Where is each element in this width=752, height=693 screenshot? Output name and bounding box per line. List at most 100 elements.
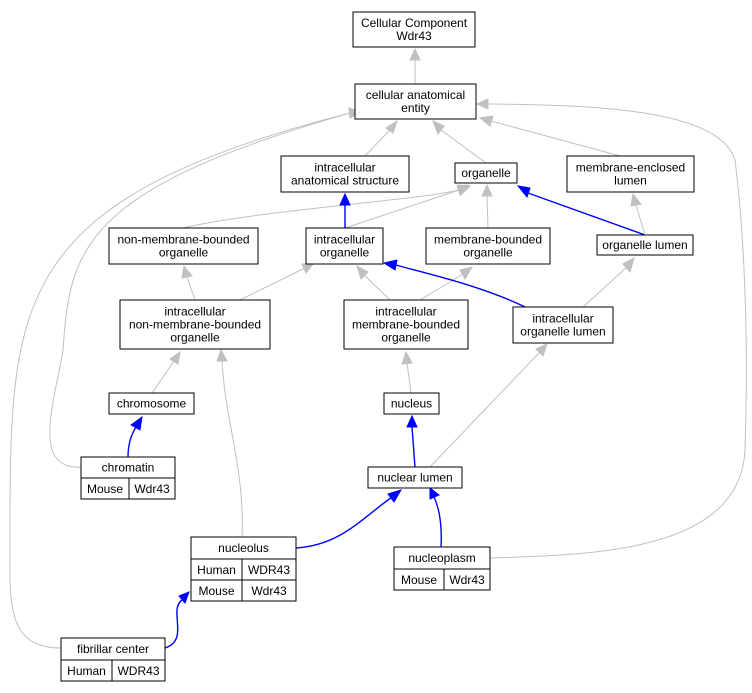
- edge-line: [295, 496, 393, 549]
- edge-nucleolus-to-intracellular-non-membrane-bounded-organelle: [216, 348, 243, 538]
- node-label: organelle: [170, 331, 220, 345]
- edge-arrowhead: [409, 47, 421, 61]
- node-nuclear-lumen[interactable]: nuclear lumen: [367, 466, 463, 489]
- edge-intracellular-anatomical-structure-to-cellular-anatomical-entity: [364, 119, 398, 157]
- node-box: [352, 11, 476, 48]
- edge-arrowhead: [130, 415, 143, 431]
- gene-label: WDR43: [117, 664, 159, 678]
- node-label: anatomical structure: [291, 174, 399, 188]
- edge-arrowhead: [216, 348, 228, 362]
- node-box: [383, 392, 440, 415]
- edge-arrowhead: [339, 192, 351, 206]
- edge-intracellular-non-membrane-bounded-organelle-to-intracellular-organelle: [239, 263, 315, 301]
- node-chromosome[interactable]: chromosome: [108, 392, 195, 415]
- node-label: organelle: [320, 246, 370, 260]
- gene-label: Wdr43: [251, 584, 287, 598]
- edge-line: [49, 112, 351, 468]
- node-nucleus[interactable]: nucleus: [383, 392, 440, 415]
- node-label: nucleoplasm: [408, 551, 475, 565]
- edge-fibrillar-center-to-nucleolus: [164, 591, 190, 649]
- annotation-row-human: Human WDR43: [60, 659, 166, 682]
- node-label: intracellular: [164, 305, 225, 319]
- node-label: organelle: [159, 246, 209, 260]
- edge-chromatin-to-chromosome: [127, 415, 143, 458]
- edge-line: [164, 599, 183, 649]
- annotation-row-mouse: Mouse Wdr43: [393, 568, 491, 591]
- node-organelle-lumen[interactable]: organelle lumen: [596, 234, 694, 256]
- node-label: organelle: [461, 166, 511, 180]
- species-label: Human: [197, 563, 236, 577]
- edge-line: [406, 362, 412, 394]
- node-label: membrane-bounded: [352, 318, 460, 332]
- node-label: non-membrane-bounded: [129, 318, 261, 332]
- edge-intracellular-membrane-bounded-organelle-to-intracellular-organelle: [356, 264, 391, 301]
- edge-line: [221, 360, 243, 538]
- gene-cell: [111, 659, 166, 682]
- species-label: Mouse: [401, 573, 437, 587]
- gene-cell: [241, 579, 297, 602]
- edge-arrowhead: [535, 343, 548, 357]
- node-label: nuclear lumen: [377, 471, 452, 485]
- edge-nucleus-to-intracellular-membrane-bounded-organelle: [401, 350, 413, 394]
- edge-intracellular-organelle-lumen-to-intracellular-organelle: [382, 259, 526, 308]
- edge-intracellular-organelle-to-intracellular-anatomical-structure: [339, 192, 351, 228]
- edge-cellular-anatomical-entity-to-root: [409, 47, 421, 84]
- node-label: intracellular: [314, 233, 375, 247]
- edge-arrowhead: [429, 486, 440, 500]
- edge-line: [635, 204, 646, 236]
- node-label: Cellular Component: [361, 16, 468, 30]
- edge-arrowhead: [456, 184, 470, 197]
- species-label: Human: [67, 664, 106, 678]
- edge-line: [582, 266, 628, 308]
- gene-label: Wdr43: [134, 482, 170, 496]
- edge-membrane-bounded-organelle-to-organelle: [481, 183, 493, 229]
- edge-arrowhead: [401, 350, 413, 365]
- gene-label: Wdr43: [449, 573, 485, 587]
- edge-arrowhead: [178, 591, 190, 604]
- edge-line: [487, 103, 747, 559]
- node-label: membrane-bounded: [434, 233, 542, 247]
- edge-arrowhead: [622, 256, 635, 274]
- edge-arrowhead: [356, 264, 369, 280]
- node-box: [280, 155, 410, 193]
- node-label: nucleolus: [218, 541, 269, 555]
- edge-arrowhead: [475, 98, 489, 110]
- node-label: chromatin: [102, 461, 155, 475]
- node-intracellular-non-membrane-bounded-organelle[interactable]: intracellularnon-membrane-boundedorganel…: [119, 299, 271, 350]
- node-box: [454, 162, 518, 184]
- edge-line: [433, 496, 442, 548]
- gene-cell: [443, 568, 491, 591]
- edge-arrowhead: [478, 115, 494, 127]
- node-label: non-membrane-bounded: [117, 233, 249, 247]
- edge-organelle-lumen-to-membrane-enclosed-lumen: [630, 192, 646, 236]
- edge-line: [429, 351, 541, 468]
- edge-arrowhead: [301, 263, 315, 274]
- node-box: [108, 392, 195, 415]
- node-label: intracellular: [532, 312, 593, 326]
- node-label: nucleus: [391, 397, 432, 411]
- node-organelle[interactable]: organelle: [454, 162, 518, 184]
- node-label: entity: [401, 101, 430, 115]
- edges-layer: [9, 47, 747, 649]
- edge-chromosome-to-intracellular-non-membrane-bounded-organelle: [151, 350, 181, 394]
- edge-line: [490, 120, 621, 157]
- edge-nucleoplasm-to-cellular-anatomical-entity: [475, 98, 747, 559]
- node-box: [566, 155, 695, 193]
- edge-line: [364, 275, 391, 301]
- edge-organelle-lumen-to-organelle: [516, 185, 646, 236]
- gene-label: WDR43: [248, 563, 290, 577]
- edge-arrowhead: [387, 489, 403, 503]
